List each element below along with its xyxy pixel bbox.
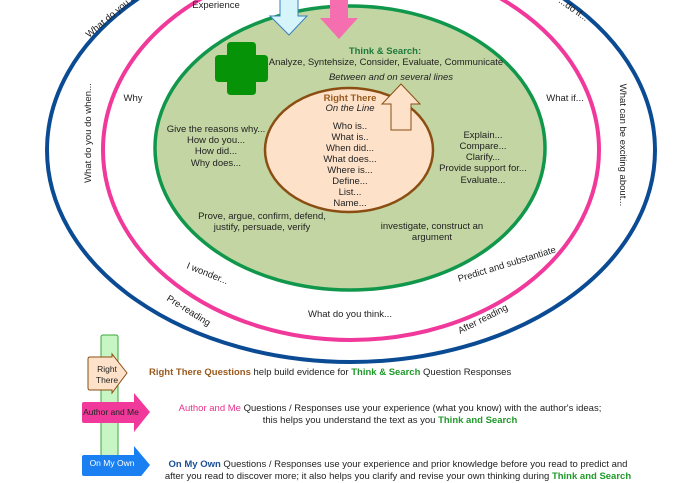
left-prompt: How did... [195, 146, 237, 157]
bottom-right-prompt: argument [412, 232, 452, 243]
left-prompt: Why does... [191, 158, 241, 169]
author-and-me-label: Author and Me [178, 403, 241, 414]
bottom-left-prompt: justify, persuade, verify [213, 222, 311, 233]
right-there-prompt: What does... [323, 154, 376, 165]
up-arrow-icon [380, 83, 422, 131]
right-there-subtitle: On the Line [325, 103, 374, 114]
right-prompt: Evaluate... [461, 175, 506, 186]
legend-right-there: Right There Questions help build evidenc… [149, 367, 511, 379]
bottom-right-prompt: investigate, construct an [381, 221, 483, 232]
middle-ring [101, 0, 601, 342]
outer-ring [45, 0, 657, 364]
right-there-prompt: Name... [333, 198, 366, 209]
legend-author-and-me: Author and Me Questions / Responses use … [170, 403, 610, 427]
right-prompt: Explain... [463, 130, 502, 141]
on-my-own-arrow-label: On My Own [90, 458, 135, 468]
bottom-left-prompt: Prove, argue, confirm, defend, [198, 211, 326, 222]
left-prompt: Give the reasons why... [167, 124, 266, 135]
think-search-title: Think & Search: [349, 46, 421, 57]
outer-label-pre-reading: Pre-reading [164, 293, 212, 329]
think-search-subtitle: Between and on several lines [329, 72, 453, 83]
light-blue-down-arrow-icon [268, 0, 309, 36]
legend-text: Questions / Responses use your experienc… [220, 459, 628, 470]
right-there-prompt: What is.. [332, 132, 369, 143]
right-there-arrow-label: Right [97, 364, 117, 374]
right-there-arrow-icon [87, 352, 128, 395]
right-there-arrow-label: There [96, 375, 118, 385]
pink-down-arrow-icon [320, 0, 358, 39]
outer-label-top-right: ...do if... [556, 0, 590, 24]
green-cross-icon [215, 42, 268, 95]
middle-label-why: Why [124, 93, 143, 104]
right-there-prompt: Who is.. [333, 121, 367, 132]
outer-label-top-left: What do you alre... [84, 0, 152, 40]
right-there-questions-label: Right There Questions [149, 367, 251, 378]
on-my-own-label: On My Own [168, 459, 221, 470]
right-prompt: Provide support for... [439, 163, 527, 174]
middle-label-experience: Experience [192, 0, 240, 11]
right-there-prompt: List... [339, 187, 362, 198]
think-and-search-label: Think and Search [551, 471, 632, 482]
right-there-title: Right There [324, 93, 377, 104]
middle-label-i-wonder: I wonder... [185, 261, 230, 288]
legend-text: this helps you understand the text as yo… [262, 415, 439, 426]
left-prompt: How do you... [187, 135, 245, 146]
outer-label-left: What do you do when... [83, 83, 94, 183]
right-there-prompt: Where is... [327, 165, 372, 176]
author-and-me-arrow-label: Author and Me [83, 407, 139, 417]
middle-label-what-do-you-think: What do you think... [308, 309, 392, 320]
think-search-label: Think & Search [351, 367, 421, 378]
right-prompt: Compare... [460, 141, 507, 152]
on-my-own-arrow-icon [82, 446, 150, 476]
middle-label-what-if: What if... [546, 93, 583, 104]
think-search-verbs: Analyze, Syntehsize, Consider, Evaluate,… [269, 57, 503, 68]
think-and-search-label: Think and Search [438, 415, 518, 426]
right-prompt: Clarify... [466, 152, 500, 163]
legend-text: after you read to discover more; it also… [164, 471, 552, 482]
author-and-me-arrow-icon [82, 393, 150, 432]
legend-text: help build evidence for [250, 367, 352, 378]
right-there-prompt: Define... [332, 176, 367, 187]
legend-on-my-own: On My Own Questions / Responses use your… [160, 459, 636, 483]
outer-label-right: What can be exciting about... [617, 84, 628, 207]
right-there-prompt: When did... [326, 143, 374, 154]
legend-text: Question Responses [420, 367, 512, 378]
legend-text: Questions / Responses use your experienc… [240, 403, 602, 414]
